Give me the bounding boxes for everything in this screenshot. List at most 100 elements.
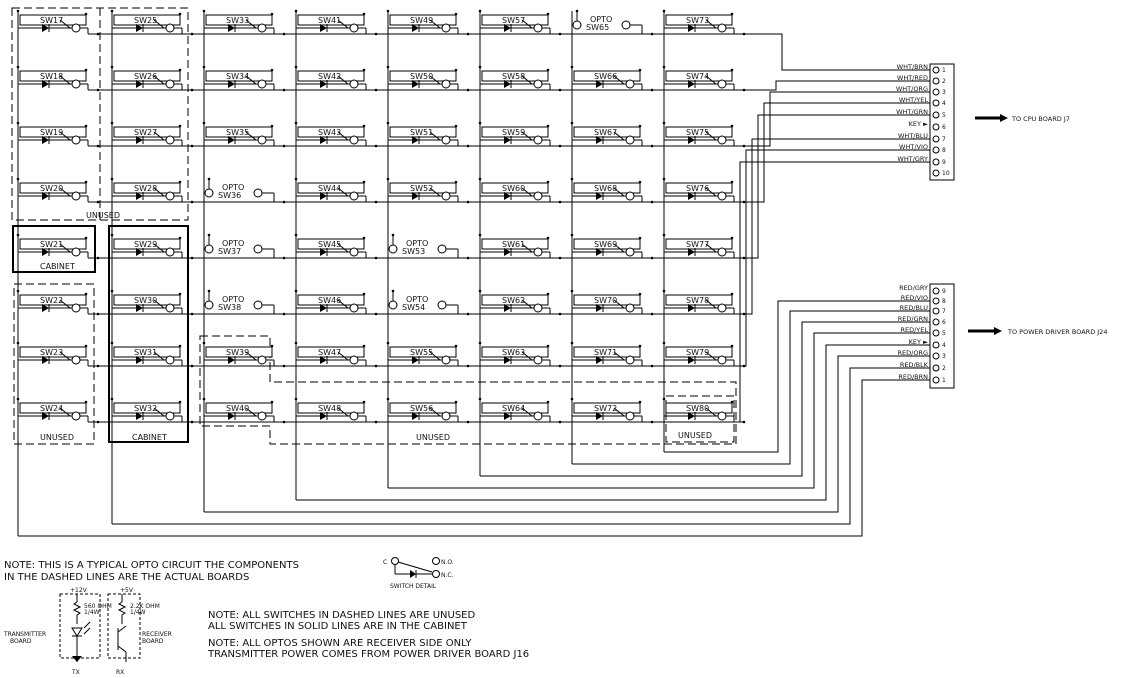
cpu-connector-pin: [932, 146, 940, 154]
power-connector-pin: [932, 329, 940, 337]
switch-sw27: SW27: [110, 121, 194, 148]
switch-sw74: SW74: [662, 65, 746, 92]
switch-sw79: SW79: [662, 341, 746, 368]
switch-label: SW23: [40, 348, 63, 357]
switch-label: SW20: [40, 184, 63, 193]
cpu-connector-pin: [932, 77, 940, 85]
cabinet-box-col1: [108, 225, 189, 443]
opto-circuit-note: NOTE: THIS IS A TYPICAL OPTO CIRCUIT THE…: [3, 560, 299, 676]
r1-value: 560 OHM: [84, 603, 112, 610]
column-return: [204, 355, 930, 513]
power-connector-wire-label: RED/BLU: [900, 304, 929, 312]
switch-sw55: SW55: [386, 341, 470, 368]
detail-nc-label: N.C.: [441, 572, 454, 579]
switch-label: SW43: [318, 128, 341, 137]
cpu-connector-pin-number: 5: [942, 112, 946, 119]
switch-label: SW76: [686, 184, 709, 193]
cpu-connector-pin-number: 1: [942, 67, 946, 74]
cpu-connector-wire-label: WHT/GRN: [896, 108, 928, 116]
switch-label: SW41: [318, 16, 341, 25]
power-connector-pin: [932, 376, 940, 384]
switch-label: SW38: [218, 303, 241, 312]
switch-sw58: SW58: [478, 65, 562, 92]
power-connector-pin: [932, 297, 940, 305]
switch-label: SW31: [134, 348, 157, 357]
switch-label: SW75: [686, 128, 709, 137]
row-return: [740, 102, 930, 203]
row-return: [740, 33, 930, 71]
cpu-connector-pin: [932, 88, 940, 96]
switch-sw46: SW46: [294, 289, 378, 316]
switch-label: SW58: [502, 72, 525, 81]
switch-label: SW59: [502, 128, 525, 137]
cpu-arrow-icon: [1000, 114, 1008, 122]
unused-label-top: UNUSED: [86, 211, 120, 220]
switch-sw68: SW68: [570, 177, 654, 204]
note-1-line-a: NOTE: ALL SWITCHES IN DASHED LINES ARE U…: [208, 610, 475, 621]
cpu-connector-wire-label: WHT/VIO: [899, 143, 928, 151]
switch-label: SW18: [40, 72, 63, 81]
switch-label: SW79: [686, 348, 709, 357]
power-connector-pin-number: 2: [942, 365, 946, 372]
power-connector-wire-label: RED/VIO: [901, 294, 928, 302]
power-connector-wire-label: RED/ORG: [898, 349, 929, 357]
switch-label: SW42: [318, 72, 341, 81]
switch-label: SW52: [410, 184, 433, 193]
switch-label: SW29: [134, 240, 157, 249]
switch-label: SW19: [40, 128, 63, 137]
row-return: [740, 80, 930, 91]
power-connector-pin: [932, 287, 940, 295]
switch-label: SW63: [502, 348, 525, 357]
switch-sw49: SW49: [386, 9, 470, 36]
switch-label: SW69: [594, 240, 617, 249]
switch-sw33: SW33: [202, 9, 286, 36]
switch-sw51: SW51: [386, 121, 470, 148]
switch-sw60: SW60: [478, 177, 562, 204]
v12-label: +12V: [70, 587, 88, 594]
bus-wiring: [17, 11, 930, 537]
switch-label: SW74: [686, 72, 709, 81]
switch-sw43: SW43: [294, 121, 378, 148]
switch-sw76: SW76: [662, 177, 746, 204]
switch-sw42: SW42: [294, 65, 378, 92]
column-return: [572, 310, 930, 465]
cpu-connector-pin: [932, 111, 940, 119]
power-connector-pin: [932, 341, 940, 349]
switch-sw59: SW59: [478, 121, 562, 148]
unused-label-bottom-mid: UNUSED: [416, 433, 450, 442]
switch-label: SW49: [410, 16, 433, 25]
switch-label: SW47: [318, 348, 341, 357]
switch-sw19: SW19: [16, 121, 100, 148]
column-return: [112, 367, 930, 525]
switch-label: SW30: [134, 296, 157, 305]
switch-label: SW65: [586, 23, 609, 32]
switch-sw21: SW21: [16, 233, 100, 260]
power-connector-wire-label: KEY ►: [909, 338, 928, 346]
switch-sw62: SW62: [478, 289, 562, 316]
switch-sw73: SW73: [662, 9, 746, 36]
switch-sw26: SW26: [110, 65, 194, 92]
switch-label: SW54: [402, 303, 425, 312]
switch-label: SW22: [40, 296, 63, 305]
switch-label: SW61: [502, 240, 525, 249]
power-connector-pin: [932, 364, 940, 372]
unused-group-bottom-mid: [199, 335, 737, 445]
cpu-connector-pin: [932, 99, 940, 107]
cpu-connector-pin-number: 6: [942, 124, 946, 131]
transmitter-label-1: TRANSMITTER: [3, 631, 46, 638]
column-return: [388, 332, 930, 489]
switch-sw71: SW71: [570, 341, 654, 368]
opto-word: OPTO: [222, 183, 244, 192]
switch-sw39: SW39: [202, 341, 286, 368]
switch-sw32: SW32: [110, 397, 194, 424]
switch-label: SW32: [134, 404, 157, 413]
r2-value: 2.2K OHM: [130, 603, 160, 610]
power-connector-pin-number: 1: [942, 377, 946, 384]
switch-label: SW26: [134, 72, 157, 81]
cabinet-box-sw21: [12, 225, 96, 273]
switch-sw28: SW28: [110, 177, 194, 204]
